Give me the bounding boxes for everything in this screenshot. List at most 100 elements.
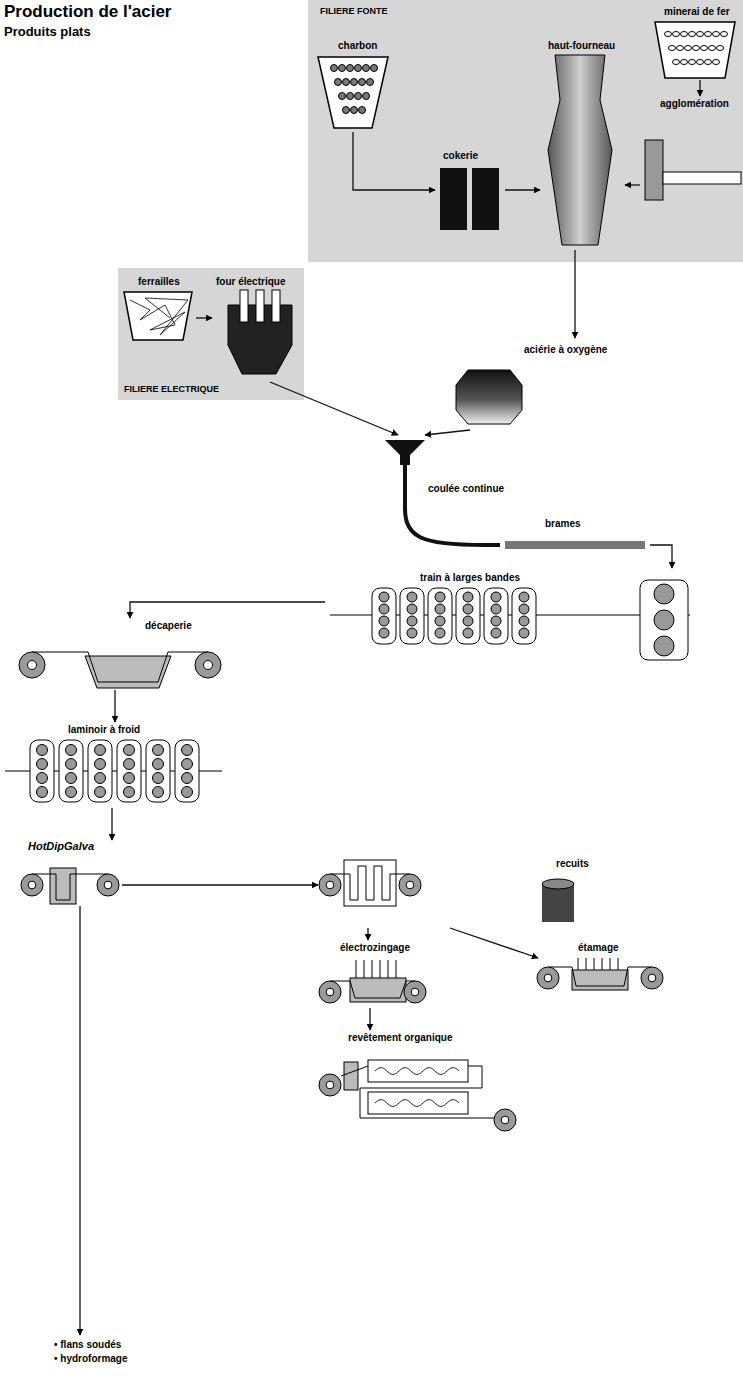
scrap [130,298,188,335]
roll [182,773,193,784]
coil [319,1074,341,1096]
coil [319,981,341,1003]
coil [399,874,421,896]
flow-arrow [650,545,672,568]
roll [379,604,389,614]
coal-lump [343,79,350,86]
roll [95,745,106,756]
station: coulée continue [380,435,512,500]
coil-core [411,988,419,996]
coil [21,874,43,896]
station-label: • flans soudés [54,1339,121,1351]
roll [37,787,48,798]
roll-stand [88,740,112,802]
coil-core [544,974,552,982]
ore-lump [673,32,680,37]
title: Production de l'acier [4,2,171,22]
ore-lump [701,46,708,51]
flow-arrow [405,500,500,545]
fonte-panel [308,0,743,262]
flow-arrow [270,382,398,435]
roll [37,745,48,756]
roll [654,610,674,630]
annealing-furnace [344,860,396,906]
roll [407,616,417,626]
box-annealing [542,879,574,889]
strip [330,866,410,900]
station-label: four électrique [216,276,285,288]
electric-panel [118,268,304,400]
pickling-bath [85,656,171,688]
coke-oven [440,168,467,230]
coke-oven [472,168,499,230]
coil [19,652,45,678]
oven [368,1092,468,1114]
roll [491,604,501,614]
coal-lump [347,65,354,72]
station-label: ferrailles [138,276,180,288]
station-label: FILIERE ELECTRIQUE [124,384,219,395]
station-label: charbon [338,40,377,52]
station: charbon [312,36,395,132]
strip [32,652,208,682]
ore-lump [689,32,696,37]
roll-stand [428,588,452,644]
flow-arrow [574,250,575,338]
ore-bin [655,22,735,78]
anode [610,958,611,970]
ore-lump [697,60,704,65]
station: haut-fourneau [540,36,625,250]
roll [519,616,529,626]
anode [618,958,619,970]
coil-core [501,1116,509,1124]
roll [407,628,417,638]
flow-arrow [699,80,700,96]
coil [404,981,426,1003]
ore-lump [713,60,720,65]
coal-lump [363,65,370,72]
roll [463,604,473,614]
strand [403,465,407,501]
roll-stand [372,588,396,644]
coal-lump [351,79,358,86]
roll-stand [400,588,424,644]
anode [364,960,365,978]
roll [66,745,77,756]
flow-arrow [79,906,80,1335]
ore-lump [697,32,704,37]
roll [182,759,193,770]
electrode [240,290,248,322]
roll [407,592,417,602]
oven [368,1060,468,1082]
station-label: haut-fourneau [548,40,615,52]
station-label: • hydroformage [54,1353,128,1365]
ore-lump [709,46,716,51]
roll [153,773,164,784]
coal-lump [359,107,366,114]
station: revêtement organique [318,1030,525,1135]
roll-stand [484,588,508,644]
ore-lump [685,46,692,51]
coil-core [648,974,656,982]
roll [66,773,77,784]
station-label: recuits [556,858,589,870]
station-label: électrozingage [340,942,410,954]
roll [379,616,389,626]
coil-core [406,881,414,889]
roll [463,616,473,626]
coal-lump [359,79,366,86]
station-label: train à larges bandes [420,572,520,584]
tundish [385,440,425,465]
roll [379,592,389,602]
station-label: laminoir à froid [68,724,140,736]
coil-core [28,881,36,889]
anode [594,958,595,970]
coal-lump [363,93,370,100]
roll [153,759,164,770]
station-label: cokerie [443,150,478,162]
flow-arrow [114,690,115,722]
coil [319,874,341,896]
station: électrozingage [318,940,425,1008]
coil [641,967,663,989]
anode [356,960,357,978]
